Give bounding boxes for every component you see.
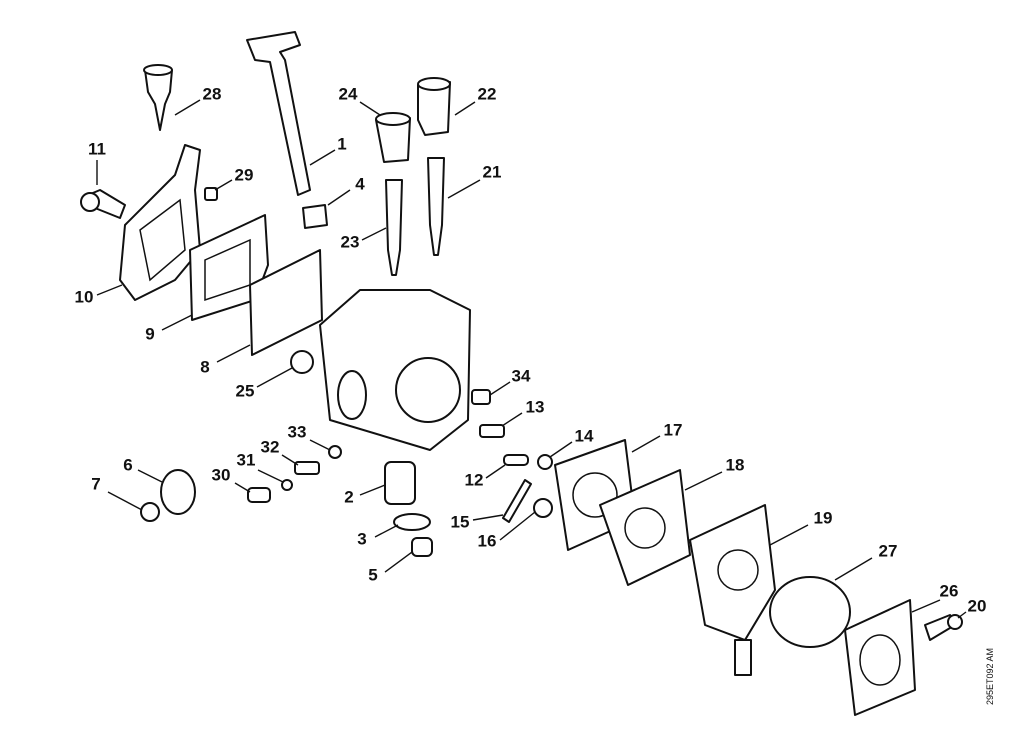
part-6-washer xyxy=(160,469,196,515)
leader-lines xyxy=(96,99,967,619)
callout-labels: 28 1 24 22 11 29 4 21 23 10 9 8 25 34 13… xyxy=(75,84,987,615)
callout-6: 6 xyxy=(123,455,132,474)
callout-17: 17 xyxy=(664,420,683,439)
callout-9: 9 xyxy=(145,324,154,343)
callout-34: 34 xyxy=(512,366,531,385)
part-7-screw xyxy=(140,502,160,522)
part-21-low-speed-needle xyxy=(427,157,445,256)
part-25-screen xyxy=(290,350,314,374)
callout-8: 8 xyxy=(200,357,209,376)
part-24-cap xyxy=(375,112,411,163)
callout-20: 20 xyxy=(968,596,987,615)
carburetor-body xyxy=(319,289,471,451)
part-15-pin xyxy=(502,479,532,523)
part-11-screw xyxy=(80,189,126,219)
callout-18: 18 xyxy=(726,455,745,474)
part-19-pump-cover xyxy=(689,504,776,676)
callout-12: 12 xyxy=(465,470,484,489)
part-23-high-speed-needle xyxy=(385,179,403,276)
part-20-screw xyxy=(924,614,963,641)
part-13-spring xyxy=(479,424,505,438)
drawing-code: 295ET092 AM xyxy=(985,648,995,705)
part-12-inlet-lever xyxy=(503,454,529,466)
callout-26: 26 xyxy=(940,581,959,600)
callout-7: 7 xyxy=(91,474,100,493)
callout-28: 28 xyxy=(203,84,222,103)
part-14-clip xyxy=(537,454,553,470)
part-27-primer-bulb xyxy=(769,576,851,648)
part-18-pump-diaphragm xyxy=(599,469,691,586)
callout-14: 14 xyxy=(575,426,594,445)
part-22-cap xyxy=(417,77,451,136)
part-28-limiter-cap xyxy=(143,64,173,131)
part-31-o-ring xyxy=(281,479,293,491)
part-8-diaphragm xyxy=(249,249,323,356)
callout-13: 13 xyxy=(526,397,545,416)
part-3-washer xyxy=(393,513,431,531)
callout-24: 24 xyxy=(339,84,358,103)
part-30-plug xyxy=(247,487,271,503)
callout-16: 16 xyxy=(478,531,497,550)
part-26-retainer-plate xyxy=(844,599,916,716)
callout-27: 27 xyxy=(879,541,898,560)
callout-25: 25 xyxy=(236,381,255,400)
callout-15: 15 xyxy=(451,512,470,531)
callout-22: 22 xyxy=(478,84,497,103)
callout-5: 5 xyxy=(368,565,377,584)
callout-1: 1 xyxy=(337,134,346,153)
part-32-spring xyxy=(294,461,320,475)
callout-19: 19 xyxy=(814,508,833,527)
part-10-end-cover xyxy=(119,144,201,301)
callout-4: 4 xyxy=(355,174,365,193)
callout-11: 11 xyxy=(88,139,106,158)
callout-29: 29 xyxy=(235,165,254,184)
callout-32: 32 xyxy=(261,437,280,456)
part-29-pin xyxy=(204,187,218,201)
callout-30: 30 xyxy=(212,465,231,484)
part-34-plug xyxy=(471,389,491,405)
callout-23: 23 xyxy=(341,232,360,251)
part-2-spring xyxy=(384,461,416,505)
callout-2: 2 xyxy=(344,487,353,506)
part-5-screw xyxy=(411,537,433,557)
part-4-sleeve xyxy=(302,204,328,229)
part-16-screw xyxy=(533,498,553,518)
callout-3: 3 xyxy=(357,529,366,548)
callout-21: 21 xyxy=(483,162,502,181)
callout-33: 33 xyxy=(288,422,307,441)
part-1-throttle-shaft xyxy=(246,31,311,196)
part-33-ring xyxy=(328,445,342,459)
callout-31: 31 xyxy=(237,450,256,469)
callout-10: 10 xyxy=(75,287,94,306)
